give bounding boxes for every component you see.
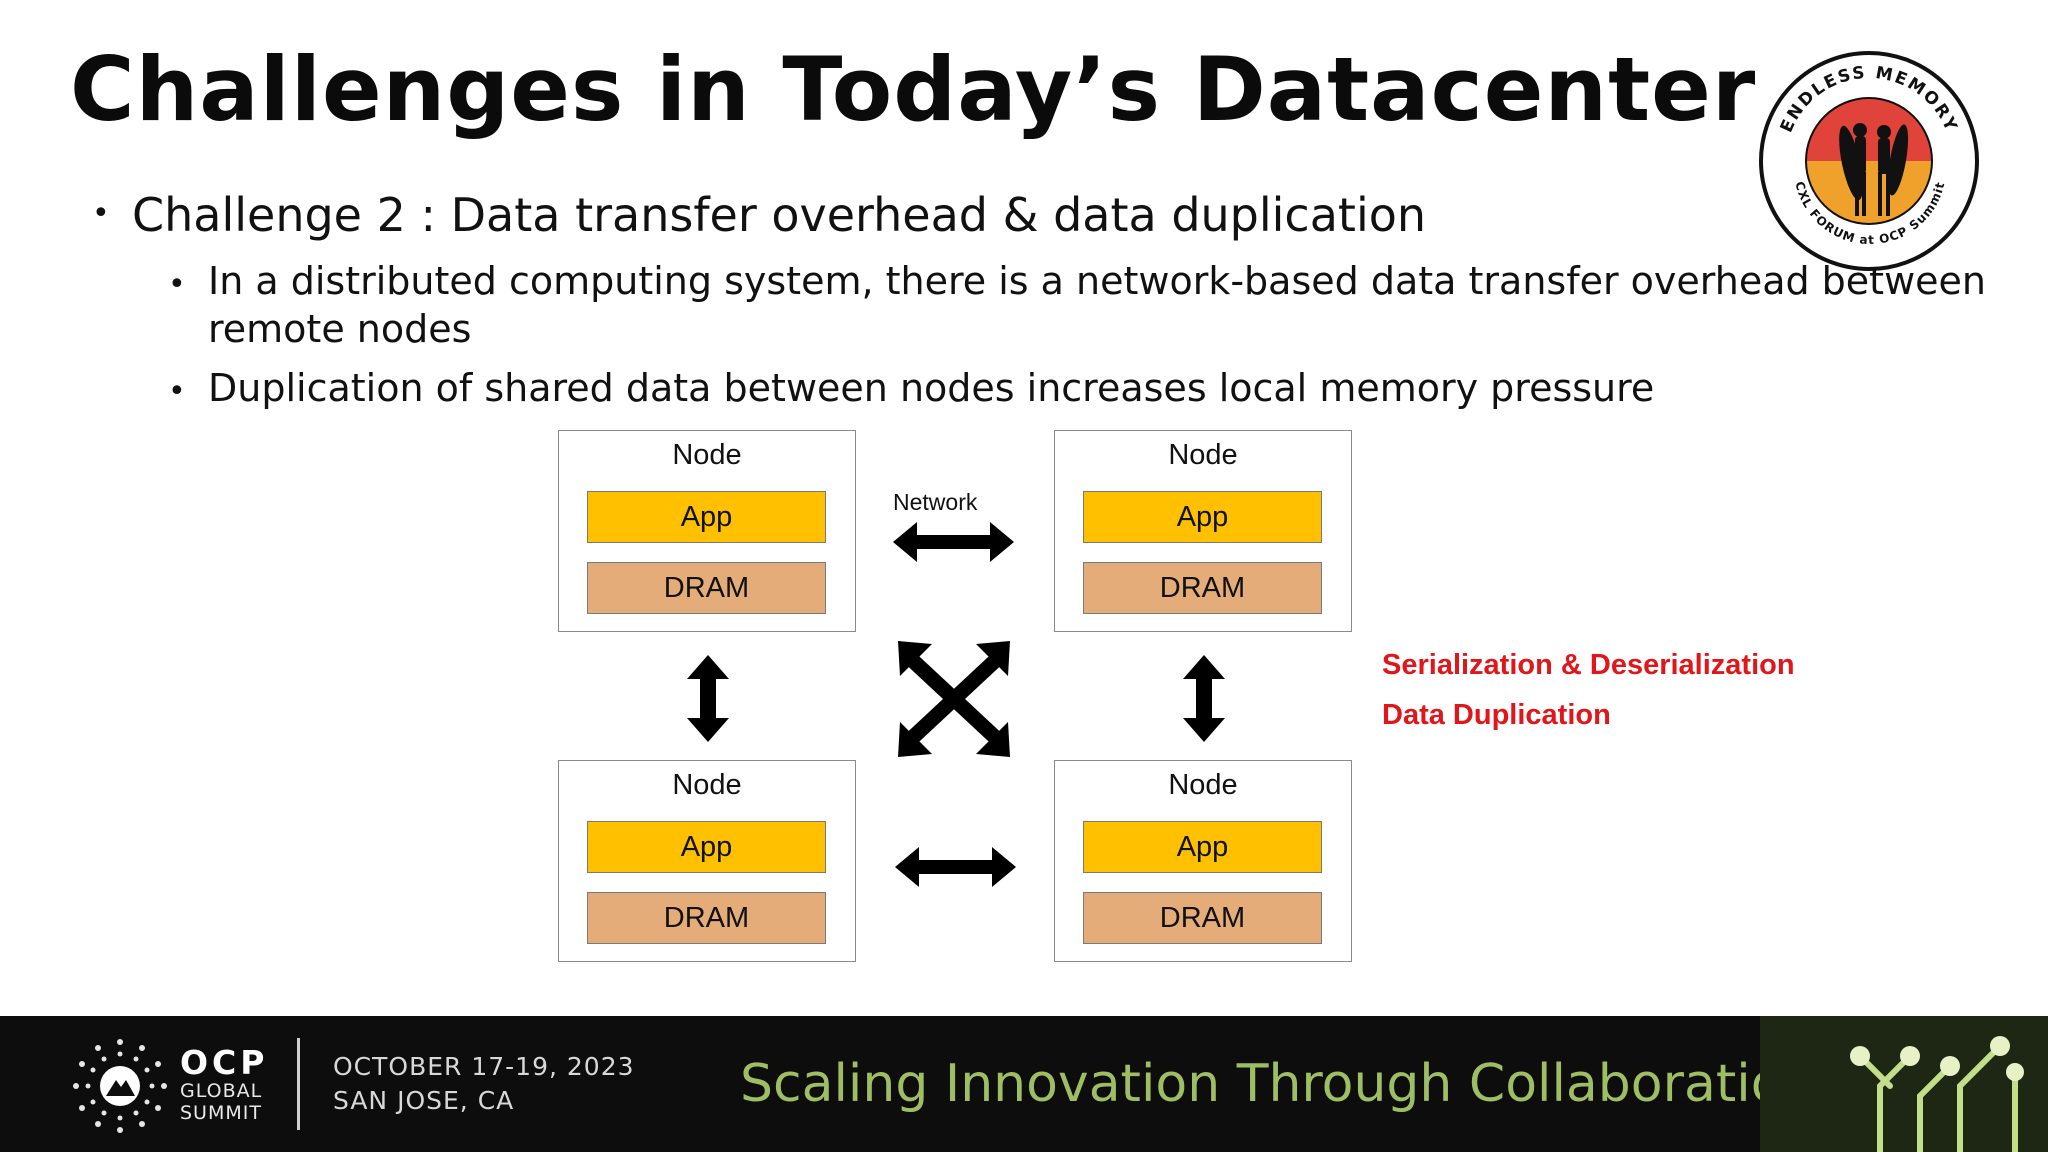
network-label: Network — [893, 489, 978, 515]
node-top-right: Node App DRAM — [1054, 430, 1352, 632]
annotation-duplication: Data Duplication — [1382, 699, 1611, 731]
event-info: OCTOBER 17-19, 2023 SAN JOSE, CA — [333, 1050, 635, 1118]
circuit-graphic — [1760, 1016, 2048, 1152]
bullet-sub-1-text: In a distributed computing system, there… — [208, 259, 1987, 351]
node-bottom-right: Node App DRAM — [1054, 760, 1352, 962]
slide-title: Challenges in Today’s Datacenter — [70, 38, 1757, 141]
bullet-dot: • — [92, 196, 110, 231]
node-label: Node — [672, 439, 742, 471]
node-label: Node — [1168, 769, 1238, 801]
arrow-horizontal-top — [893, 522, 1014, 562]
arrow-vertical-right — [1183, 655, 1225, 742]
footer-divider — [297, 1038, 300, 1130]
arrow-cross — [904, 652, 1004, 746]
annotation-serialization: Serialization & Deserialization — [1382, 649, 1795, 681]
event-location: SAN JOSE, CA — [333, 1086, 515, 1115]
app-box: App — [587, 491, 826, 543]
app-box: App — [587, 821, 826, 873]
ocp-starburst-icon — [73, 1039, 167, 1133]
bullet-dot: • — [168, 267, 186, 302]
dram-box: DRAM — [587, 562, 826, 614]
arrow-horizontal-bottom — [895, 847, 1016, 887]
node-label: Node — [672, 769, 742, 801]
bullet-dot: • — [168, 374, 186, 409]
dram-box: DRAM — [587, 892, 826, 944]
node-label: Node — [1168, 439, 1238, 471]
ocp-title: OCP — [180, 1043, 269, 1082]
logo-surfers-icon — [1839, 123, 1909, 216]
footer-tagline: Scaling Innovation Through Collaboration — [740, 1054, 1816, 1114]
dram-box: DRAM — [1083, 562, 1322, 614]
footer-banner: OCP GLOBAL SUMMIT OCTOBER 17-19, 2023 SA… — [0, 1016, 2048, 1152]
bullet-sub-2-text: Duplication of shared data between nodes… — [208, 366, 1655, 410]
endless-memory-logo: ENDLESS MEMORY CXL FORUM at OCP Summit — [1759, 51, 1979, 271]
dram-box: DRAM — [1083, 892, 1322, 944]
node-top-left: Node App DRAM — [558, 430, 856, 632]
arrow-vertical-left — [687, 655, 729, 742]
node-bottom-left: Node App DRAM — [558, 760, 856, 962]
ocp-subtitle-2: SUMMIT — [180, 1102, 262, 1124]
app-box: App — [1083, 491, 1322, 543]
event-date: OCTOBER 17-19, 2023 — [333, 1052, 635, 1081]
ocp-wordmark: OCP GLOBAL SUMMIT — [180, 1043, 269, 1125]
ocp-subtitle-1: GLOBAL — [180, 1080, 263, 1102]
bullet-main-text: Challenge 2 : Data transfer overhead & d… — [132, 188, 1427, 242]
app-box: App — [1083, 821, 1322, 873]
